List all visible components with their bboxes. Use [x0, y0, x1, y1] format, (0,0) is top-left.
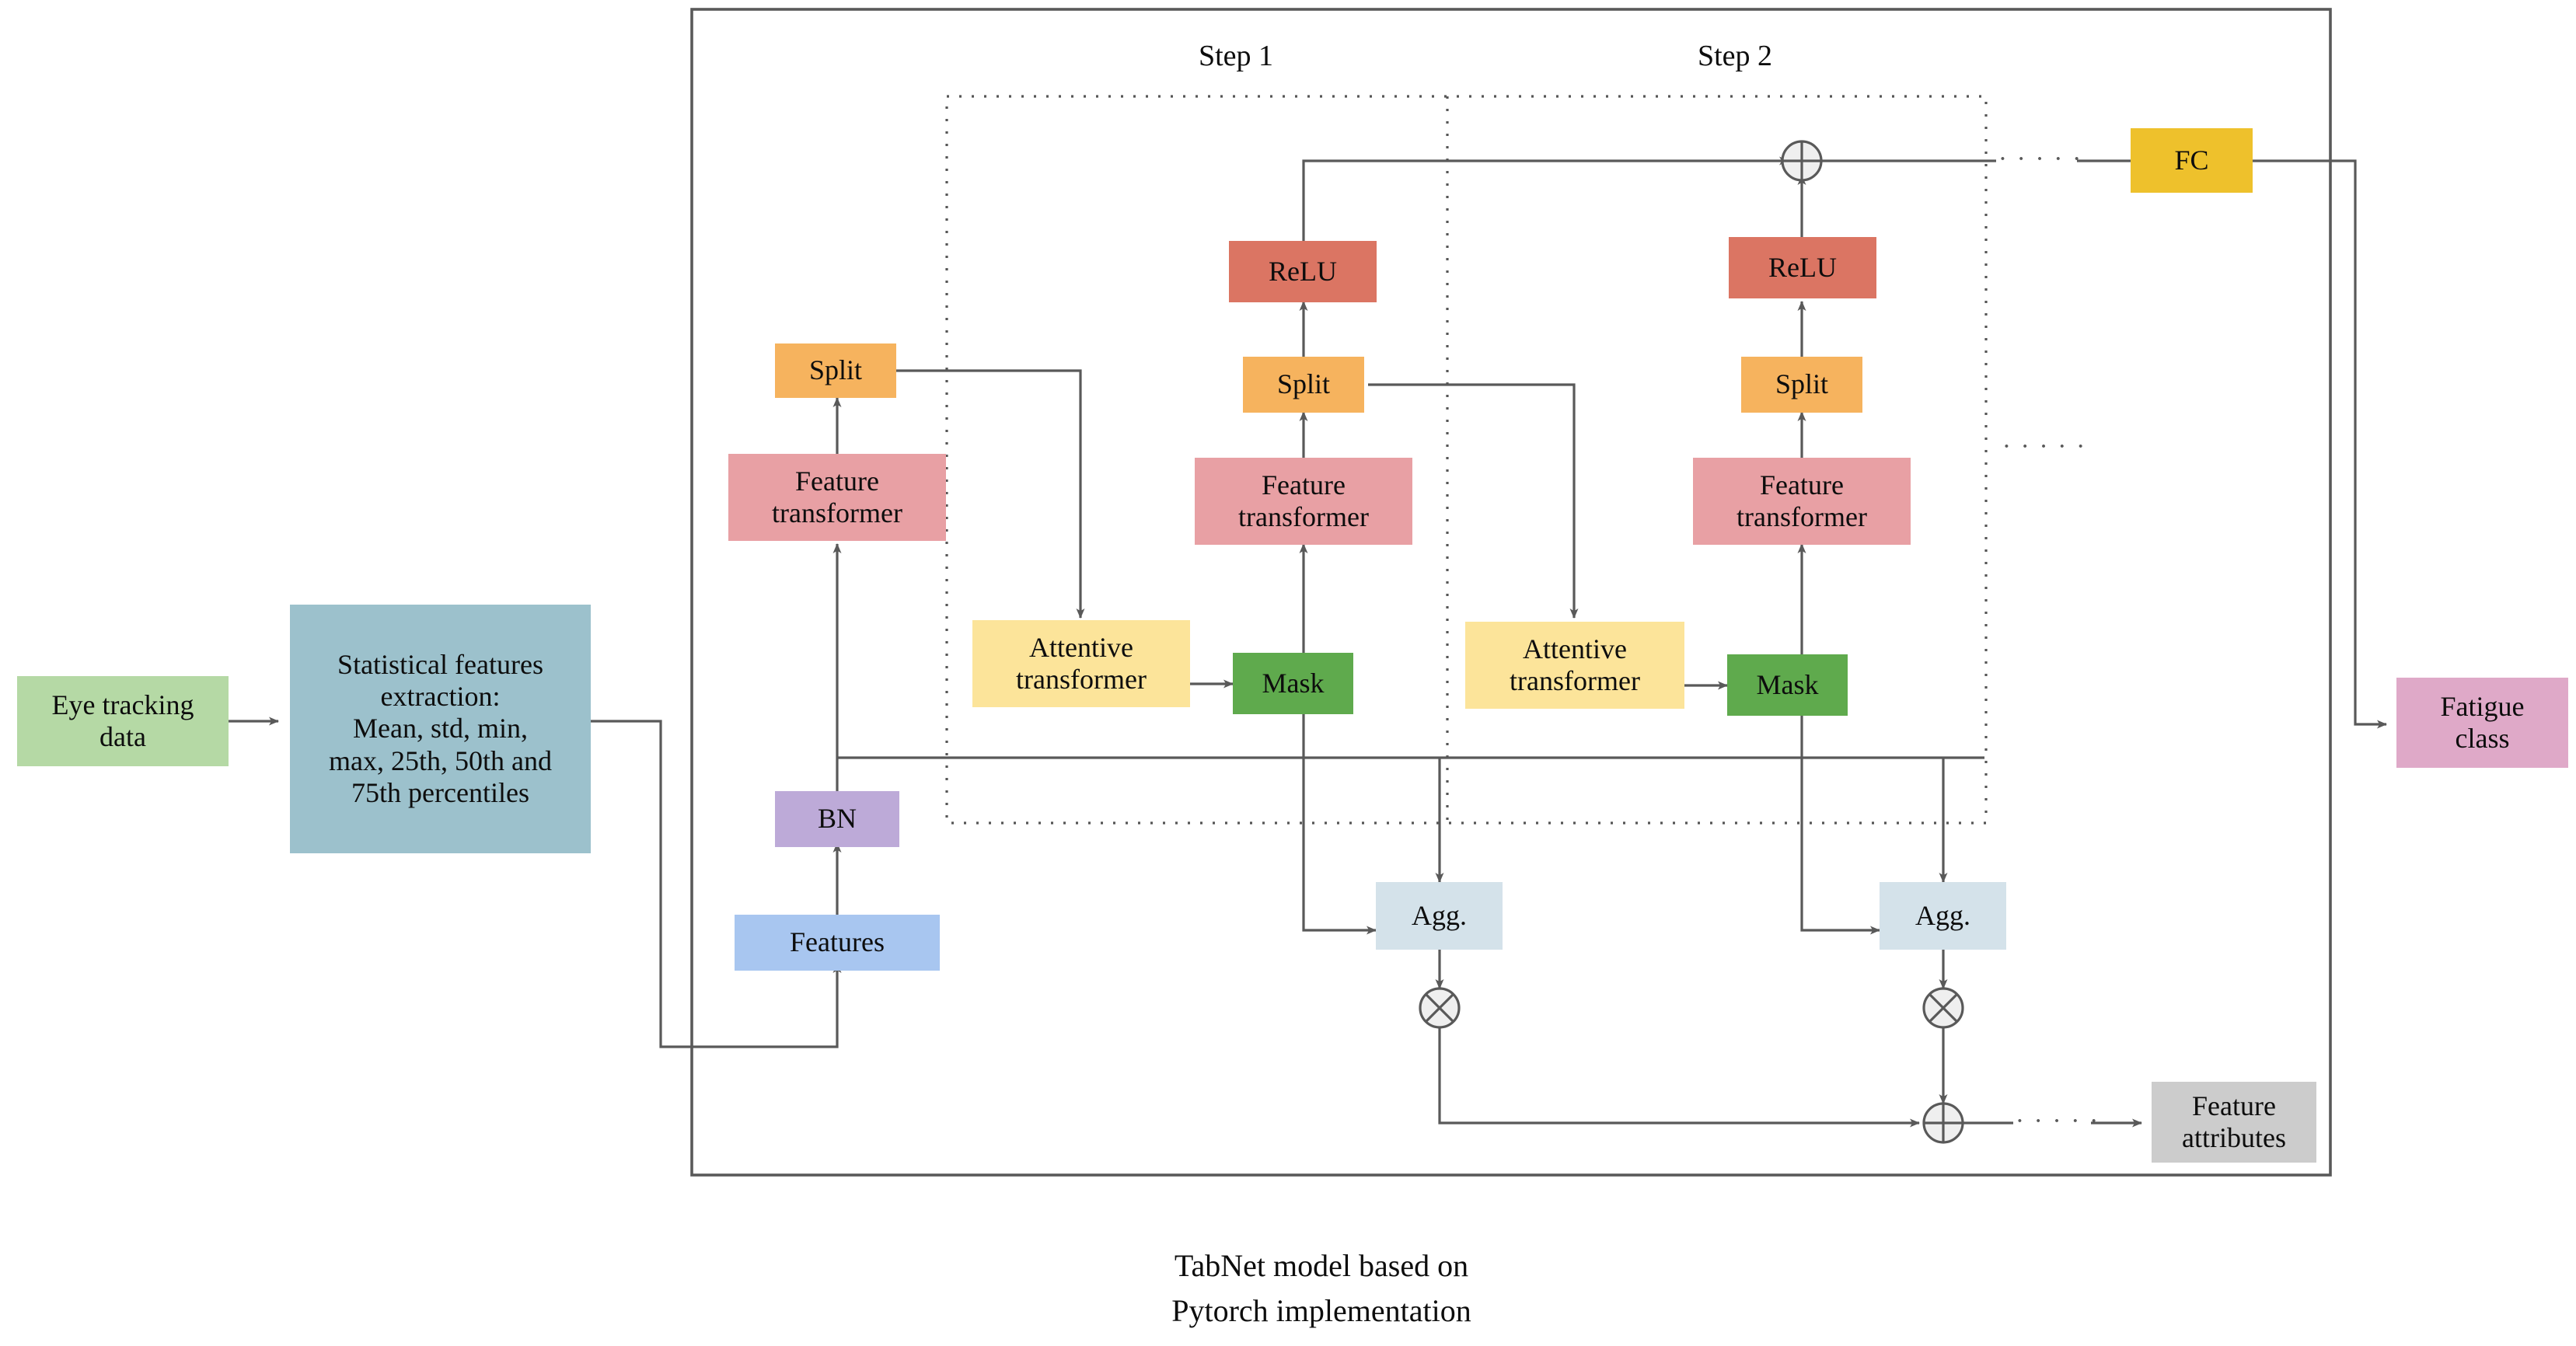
node-batch-norm-label: BN: [817, 803, 857, 835]
node-features-label: Features: [790, 926, 885, 958]
node-fc[interactable]: FC: [2131, 128, 2253, 193]
node-mask-1-label: Mask: [1262, 667, 1325, 699]
node-agg-1-label: Agg.: [1412, 899, 1467, 931]
node-mask-2-label: Mask: [1756, 668, 1819, 700]
node-feature-transformer-0[interactable]: Feature transformer: [728, 454, 946, 541]
node-relu-2[interactable]: ReLU: [1729, 237, 1876, 298]
node-split-0-label: Split: [808, 354, 863, 386]
node-feature-attributes-label: Feature attributes: [2182, 1090, 2286, 1153]
node-statistical-features-label: Statistical features extraction: Mean, s…: [329, 648, 552, 809]
node-feature-transformer-0-label: Feature transformer: [772, 465, 902, 528]
node-feature-attributes[interactable]: Feature attributes: [2152, 1082, 2316, 1163]
node-feature-transformer-2-label: Feature transformer: [1737, 469, 1867, 532]
node-agg-2-label: Agg.: [1915, 899, 1970, 931]
figure-caption-line-2: Pytorch implementation: [1171, 1293, 1471, 1328]
node-split-1[interactable]: Split: [1243, 357, 1364, 413]
node-mask-1[interactable]: Mask: [1233, 653, 1353, 714]
node-split-0[interactable]: Split: [775, 343, 896, 398]
node-agg-2[interactable]: Agg.: [1880, 882, 2006, 950]
node-features[interactable]: Features: [735, 915, 940, 971]
node-split-1-label: Split: [1276, 368, 1331, 400]
node-statistical-features[interactable]: Statistical features extraction: Mean, s…: [290, 605, 591, 853]
node-eye-tracking-data[interactable]: Eye tracking data: [17, 676, 229, 766]
node-batch-norm[interactable]: BN: [775, 791, 899, 847]
node-attentive-transformer-2[interactable]: Attentive transformer: [1465, 622, 1684, 709]
node-fc-label: FC: [2174, 144, 2209, 176]
node-feature-transformer-1[interactable]: Feature transformer: [1195, 458, 1412, 545]
node-relu-2-label: ReLU: [1768, 251, 1837, 283]
node-attentive-transformer-2-label: Attentive transformer: [1510, 633, 1640, 696]
node-feature-transformer-2[interactable]: Feature transformer: [1693, 458, 1911, 545]
node-mask-2[interactable]: Mask: [1727, 654, 1848, 716]
ellipsis-bottom-rail: · · · · ·: [2015, 1107, 2100, 1135]
node-split-2[interactable]: Split: [1741, 357, 1862, 413]
node-eye-tracking-data-label: Eye tracking data: [51, 689, 194, 752]
model-container-border: [690, 8, 2332, 1177]
step-2-label: Step 2: [1697, 40, 1773, 72]
ellipsis-middle-steps: · · · · ·: [2002, 432, 2087, 461]
node-relu-1[interactable]: ReLU: [1229, 241, 1377, 302]
node-fatigue-class[interactable]: Fatigue class: [2396, 678, 2568, 768]
node-attentive-transformer-1-label: Attentive transformer: [1016, 631, 1147, 695]
ellipsis-top-rail: · · · · ·: [1998, 145, 2083, 173]
node-agg-1[interactable]: Agg.: [1376, 882, 1503, 950]
node-fatigue-class-label: Fatigue class: [2440, 690, 2525, 754]
step-1-label: Step 1: [1198, 40, 1274, 72]
node-attentive-transformer-1[interactable]: Attentive transformer: [972, 620, 1190, 707]
figure-caption-line-1: TabNet model based on: [1174, 1248, 1469, 1283]
node-feature-transformer-1-label: Feature transformer: [1238, 469, 1369, 532]
node-split-2-label: Split: [1775, 368, 1829, 400]
node-relu-1-label: ReLU: [1269, 255, 1337, 287]
